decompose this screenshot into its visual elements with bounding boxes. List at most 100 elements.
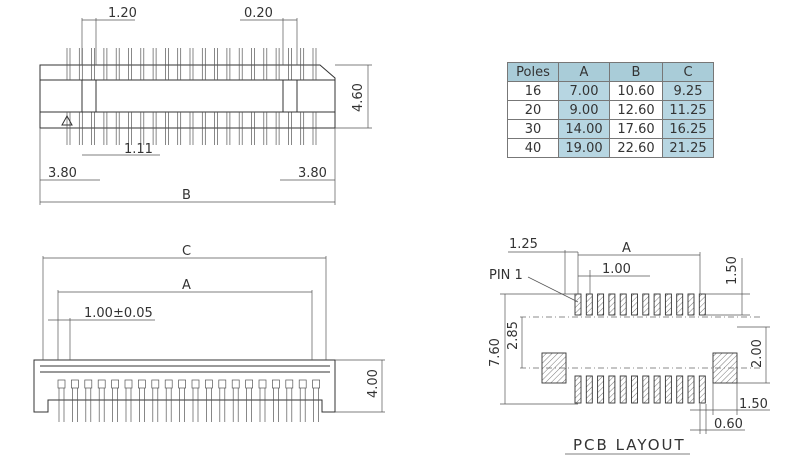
cell-a: 19.00 bbox=[558, 138, 610, 158]
pcb-dim-0-60: 0.60 bbox=[714, 417, 743, 432]
front-dim-c: C bbox=[182, 244, 191, 259]
front-dim-height: 4.00 bbox=[366, 369, 381, 398]
front-dim-a: A bbox=[182, 278, 191, 293]
right-locator bbox=[282, 79, 298, 113]
pcb-pad bbox=[676, 293, 684, 316]
front-view-body bbox=[33, 359, 336, 413]
pcb-pad bbox=[664, 293, 672, 316]
pcb-pad bbox=[619, 375, 627, 404]
cell-poles: 20 bbox=[507, 100, 559, 120]
cell-a: 9.00 bbox=[558, 100, 610, 120]
cell-b: 12.60 bbox=[609, 100, 663, 120]
top-dim-pitch: 1.20 bbox=[108, 6, 137, 21]
top-dim-gap: 0.20 bbox=[244, 6, 273, 21]
poles-table: Poles A B C 16 7.00 10.60 9.25 20 9.00 1… bbox=[507, 62, 714, 158]
pcb-dim-2-00: 2.00 bbox=[750, 339, 765, 368]
front-pin-slot bbox=[138, 379, 146, 389]
pcb-dim-7-60: 7.60 bbox=[488, 338, 503, 367]
front-pin-slot bbox=[258, 379, 267, 389]
pcb-layout: A 1.25 1.00 1.50 PIN 1 2.85 7.60 2.00 bbox=[488, 237, 770, 455]
header-c: C bbox=[662, 62, 714, 82]
front-pin-slot bbox=[272, 379, 280, 389]
pcb-pad bbox=[585, 293, 593, 316]
pcb-pad bbox=[631, 375, 638, 404]
header-poles: Poles bbox=[507, 62, 559, 82]
pcb-pad bbox=[676, 375, 684, 404]
front-pin-slot bbox=[245, 379, 253, 389]
front-pin-slot bbox=[84, 379, 93, 389]
front-pin-slot bbox=[124, 379, 133, 389]
front-pin-slot bbox=[57, 379, 66, 389]
pcb-pad bbox=[653, 375, 661, 404]
cell-poles: 40 bbox=[507, 138, 559, 158]
top-dim-total: B bbox=[182, 188, 191, 203]
pcb-pad bbox=[687, 375, 695, 404]
cell-poles: 30 bbox=[507, 119, 559, 139]
header-b: B bbox=[609, 62, 663, 82]
pcb-pad bbox=[687, 293, 695, 316]
pcb-pad bbox=[664, 375, 672, 404]
pcb-pad bbox=[597, 293, 605, 316]
cell-c: 9.25 bbox=[662, 81, 714, 101]
cell-c: 11.25 bbox=[662, 100, 714, 120]
pcb-dim-2-85: 2.85 bbox=[506, 321, 521, 350]
pcb-pad bbox=[574, 375, 582, 404]
front-view: C A 1.00±0.05 4.00 bbox=[33, 244, 385, 422]
top-view-body bbox=[39, 64, 336, 129]
pcb-pad bbox=[597, 375, 605, 404]
table-row: 20 9.00 12.60 11.25 bbox=[507, 100, 714, 120]
pcb-dim-1-50-top: 1.50 bbox=[725, 256, 740, 285]
left-locator bbox=[81, 79, 97, 113]
cell-b: 22.60 bbox=[609, 138, 663, 158]
pcb-dim-a: A bbox=[622, 241, 631, 256]
top-dim-row-offset: 1.11 bbox=[124, 142, 153, 157]
pcb-dim-1-25: 1.25 bbox=[509, 237, 538, 252]
front-pin-slot bbox=[205, 379, 213, 389]
front-pin-slot bbox=[298, 379, 307, 389]
front-pin-slot bbox=[285, 379, 294, 389]
top-view: 1.20 0.20 4.60 1.11 3.80 3.80 B bbox=[39, 6, 372, 205]
pcb-caption: PCB LAYOUT bbox=[573, 436, 686, 454]
front-pin-slot bbox=[218, 379, 227, 389]
front-pin-slot bbox=[178, 379, 186, 389]
top-dim-left-margin: 3.80 bbox=[48, 166, 77, 181]
cell-a: 14.00 bbox=[558, 119, 610, 139]
pcb-pad bbox=[608, 293, 616, 316]
pcb-pin1-label: PIN 1 bbox=[489, 268, 523, 283]
cell-a: 7.00 bbox=[558, 81, 610, 101]
cell-c: 21.25 bbox=[662, 138, 714, 158]
top-view-pins bbox=[66, 48, 317, 145]
cell-c: 16.25 bbox=[662, 119, 714, 139]
front-pin-slot bbox=[231, 379, 240, 389]
top-dim-right-margin: 3.80 bbox=[298, 166, 327, 181]
pcb-pad bbox=[585, 375, 593, 404]
cell-b: 17.60 bbox=[609, 119, 663, 139]
front-pin-slot bbox=[151, 379, 160, 389]
table-row: 16 7.00 10.60 9.25 bbox=[507, 81, 714, 101]
front-dim-pitch: 1.00±0.05 bbox=[84, 306, 153, 321]
front-pin-slot bbox=[312, 379, 320, 389]
table-row: 40 19.00 22.60 21.25 bbox=[507, 138, 714, 158]
pcb-dim-1-50-bottom: 1.50 bbox=[739, 397, 768, 412]
table-row: 30 14.00 17.60 16.25 bbox=[507, 119, 714, 139]
pcb-dim-pitch: 1.00 bbox=[602, 262, 631, 277]
pcb-pad bbox=[653, 293, 661, 316]
pcb-pad bbox=[631, 293, 638, 316]
pcb-pad bbox=[642, 293, 650, 316]
cell-poles: 16 bbox=[507, 81, 559, 101]
front-pin-slot bbox=[191, 379, 200, 389]
front-view-pins bbox=[57, 379, 320, 422]
pcb-pad bbox=[608, 375, 616, 404]
top-dim-height: 4.60 bbox=[351, 83, 366, 112]
front-pin-slot bbox=[71, 379, 79, 389]
front-pin-slot bbox=[111, 379, 119, 389]
front-pin-slot bbox=[164, 379, 173, 389]
pcb-pad bbox=[619, 293, 627, 316]
pcb-pad bbox=[574, 293, 582, 316]
pcb-pad bbox=[698, 375, 706, 404]
cell-b: 10.60 bbox=[609, 81, 663, 101]
front-pin-slot bbox=[97, 379, 106, 389]
pcb-pad bbox=[698, 293, 706, 316]
pcb-pads bbox=[574, 293, 706, 404]
